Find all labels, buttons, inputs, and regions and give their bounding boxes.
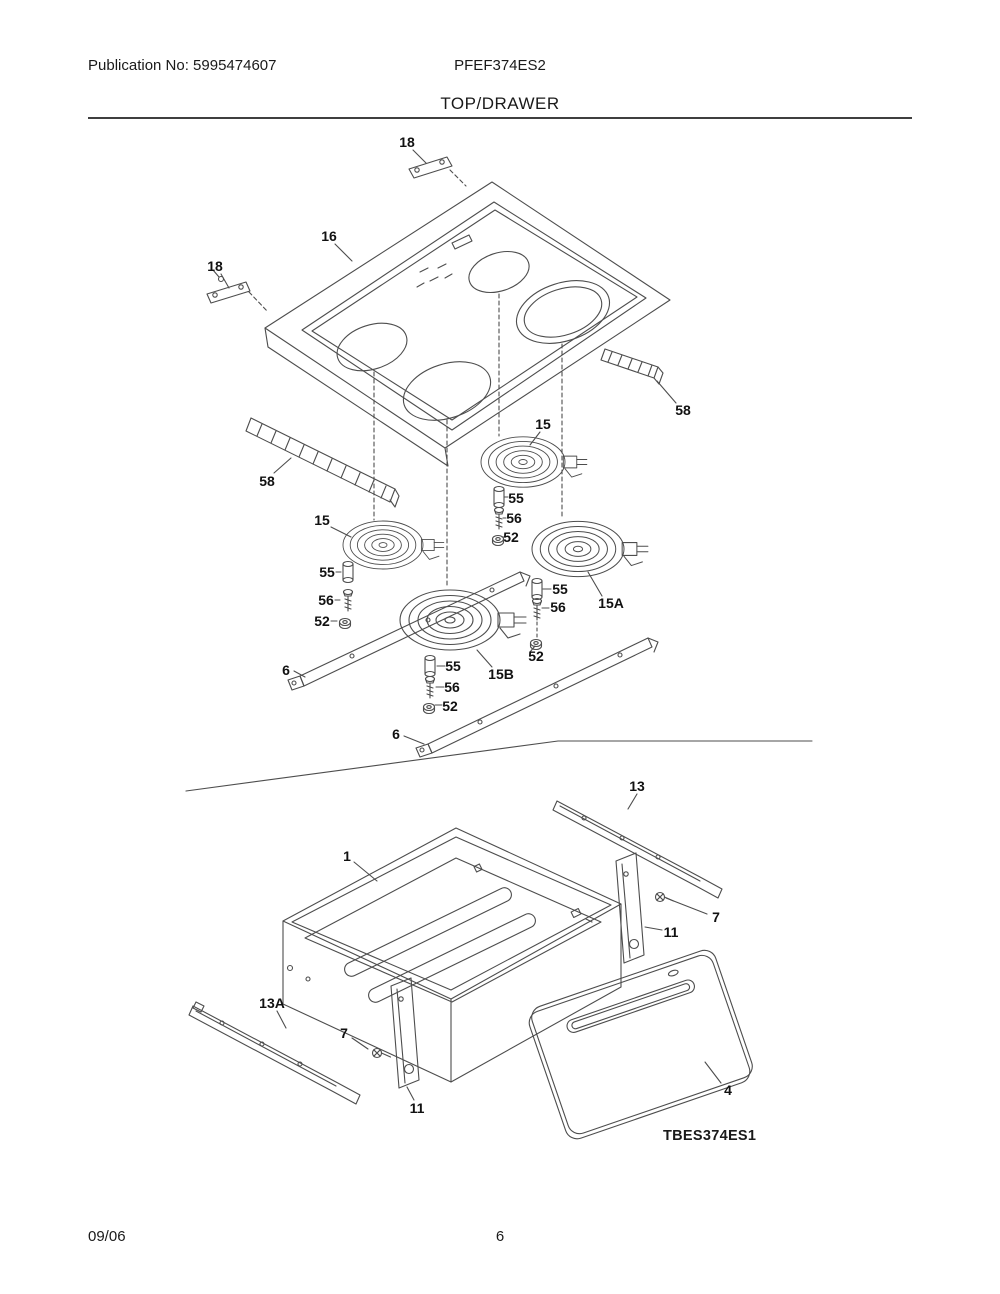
footer-date: 09/06 <box>88 1228 126 1245</box>
bracket-18-top <box>408 156 467 187</box>
rail-13a <box>188 1001 361 1105</box>
footer-page-number: 6 <box>495 1228 505 1245</box>
burner-15-center <box>480 436 588 488</box>
projection-lines <box>373 293 563 587</box>
burner-15-left <box>342 520 445 570</box>
leader-lines <box>220 149 722 1101</box>
header-rule <box>88 117 912 119</box>
bracket-6-front <box>287 571 531 691</box>
bracket-6-rear <box>415 637 659 758</box>
page-title: TOP/DRAWER <box>440 94 560 113</box>
section-divider <box>185 740 813 792</box>
glide-11-right <box>615 852 645 964</box>
hardware-group-d <box>422 654 436 715</box>
rail-13 <box>552 800 723 899</box>
hardware-group-b <box>338 560 354 630</box>
hardware-group-c <box>529 577 543 651</box>
trim-58-right <box>600 348 664 385</box>
drawer-front-4 <box>528 949 753 1140</box>
submodel-label: TBES374ES1 <box>663 1128 757 1144</box>
bracket-18-left <box>206 269 269 313</box>
maintop-16 <box>264 181 671 467</box>
model-number: PFEF374ES2 <box>454 57 546 74</box>
glide-11-left <box>390 977 420 1089</box>
trim-58-left <box>245 417 400 508</box>
drawer-body-1 <box>282 827 622 1083</box>
burner-15a <box>531 520 649 578</box>
publication-number: Publication No: 5995474607 <box>88 57 277 74</box>
